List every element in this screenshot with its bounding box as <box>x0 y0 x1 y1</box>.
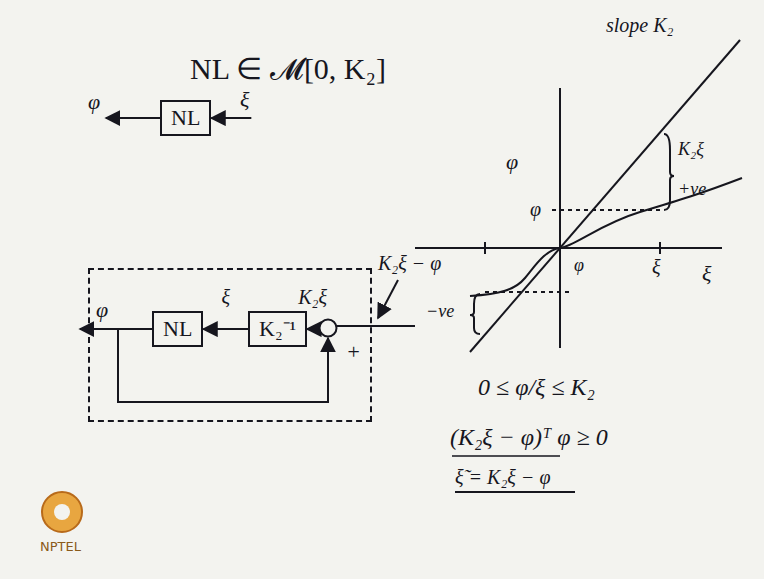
block-box: NL <box>160 100 211 136</box>
annotation-label: ξ <box>240 88 249 112</box>
edge-label: ξ <box>221 286 230 308</box>
node-text: K₂⁻¹ <box>259 317 296 341</box>
annotation-label: ξ <box>702 262 711 286</box>
bracket <box>664 134 674 210</box>
nonlinearity-curve <box>470 178 742 296</box>
annotation-label: ξ <box>652 256 661 278</box>
annotation-label: 0 ≤ φ/ξ ≤ K₂ <box>478 374 595 400</box>
annotation-label: φ <box>530 198 541 220</box>
annotation-label: φ <box>88 90 100 114</box>
input-signal <box>211 117 251 119</box>
annotation-label: −ve <box>426 302 454 322</box>
phi-axis <box>559 88 561 348</box>
bracket <box>470 294 480 334</box>
nptel-logo <box>42 492 82 532</box>
junction-circle <box>318 318 338 338</box>
output-signal <box>106 117 160 119</box>
node-text: NL <box>163 317 192 341</box>
tick <box>484 242 486 254</box>
nptel-logo <box>54 504 70 520</box>
block-box: NL <box>152 311 203 347</box>
node-text: + <box>346 340 361 364</box>
connector <box>307 328 318 330</box>
summing-junction: + <box>318 318 338 338</box>
annotation-label: NPTEL <box>40 540 81 554</box>
annotation-label: slope K₂ <box>606 14 674 36</box>
dashed-level <box>552 209 660 211</box>
dashed-box: φNL K₂⁻¹ + <box>88 268 372 422</box>
dashed-level <box>485 291 572 293</box>
annotation-label: K₂ξ <box>678 140 704 160</box>
annotation-label: ξ̃ = K₂ξ − φ <box>455 466 550 488</box>
tick <box>659 242 661 254</box>
junction-outline <box>320 320 337 337</box>
underline <box>452 455 560 457</box>
underline <box>455 491 575 493</box>
annotation-label: φ <box>574 256 584 276</box>
annotation-label: +ve <box>678 180 706 200</box>
edge-label: K₂ξ <box>298 286 327 308</box>
leader-arrow <box>378 280 398 318</box>
node-text: NL <box>171 106 200 130</box>
connector <box>203 328 248 330</box>
annotation-label: φ <box>506 150 518 174</box>
annotation-label: (K₂ξ − φ)ᵀ φ ≥ 0 <box>450 424 608 450</box>
xi-axis <box>415 247 722 249</box>
block-box: K₂⁻¹ <box>248 311 307 347</box>
title: NL ∈ 𝓜[0, K₂] <box>190 52 386 85</box>
input-line <box>336 325 415 327</box>
annotation-label: K₂ξ − φ <box>378 252 441 274</box>
slope-line <box>470 40 740 352</box>
node-text: φ <box>96 298 108 322</box>
